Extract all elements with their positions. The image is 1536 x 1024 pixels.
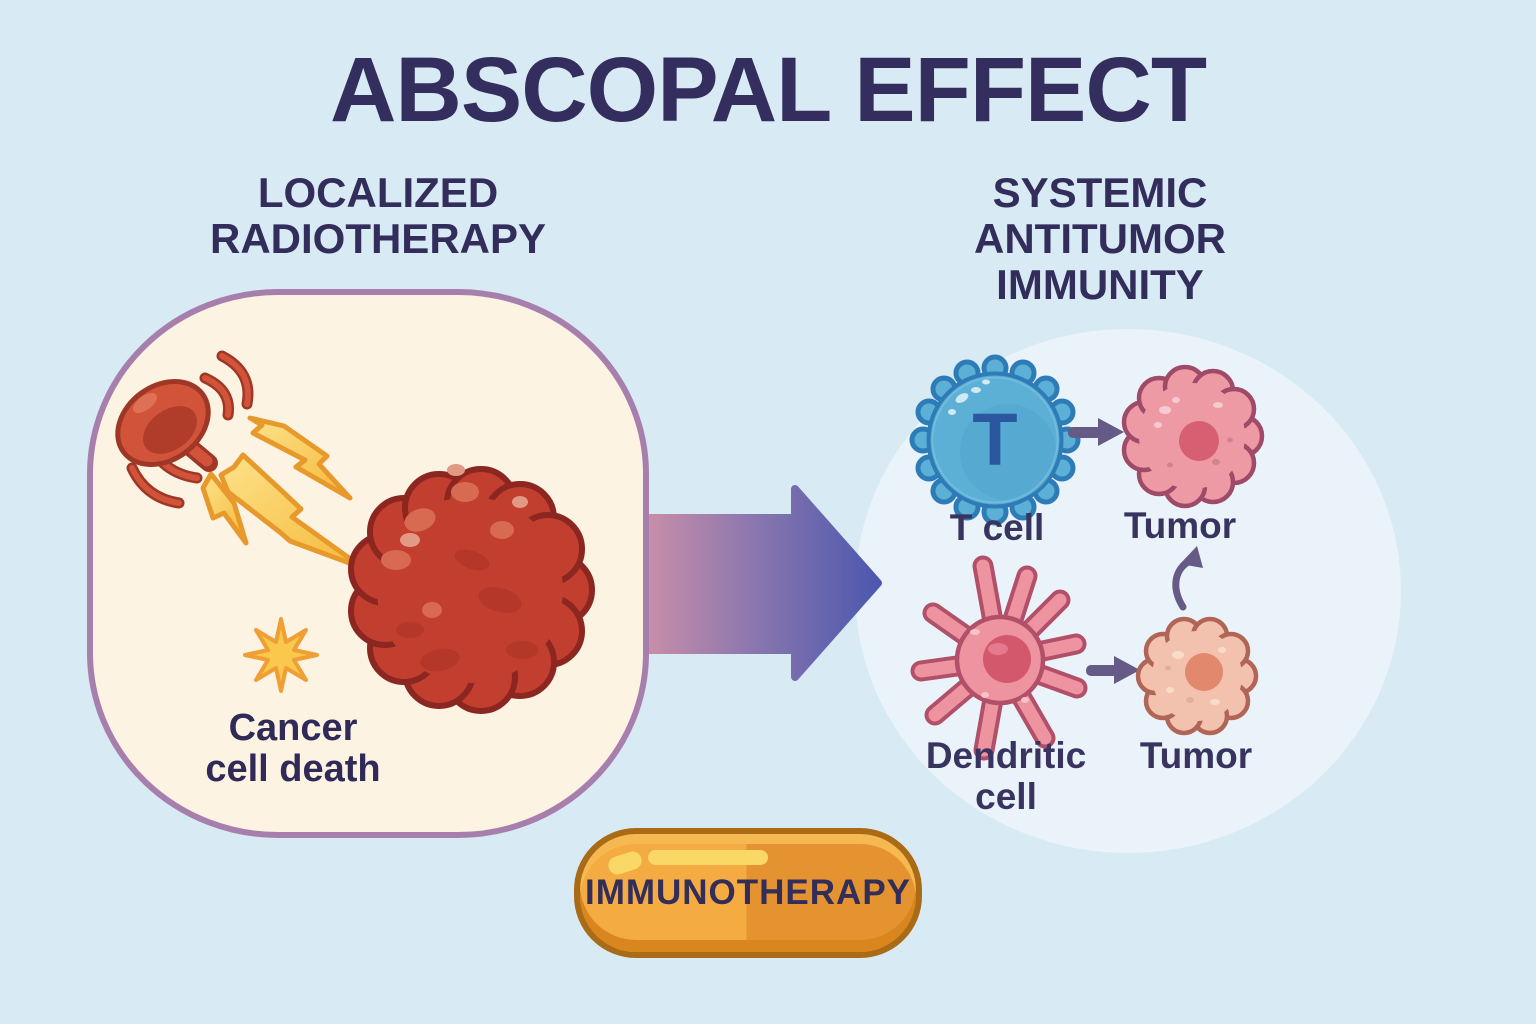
t-cell-icon [909,354,1081,526]
tumor-bottom-label: Tumor [1139,735,1253,776]
radiotherapy-beam-icon [115,350,254,509]
immunotherapy-label: IMMUNOTHERAPY [584,873,912,912]
tumor-up-arrow [1172,546,1203,611]
left-panel-heading: LOCALIZED RADIOTHERAPY [209,169,547,262]
right-panel-heading: SYSTEMIC ANTITUMOR IMMUNITY [974,169,1226,308]
burst-icon [243,617,319,693]
t-cell-letter: T [972,398,1018,481]
tumor-cell-bottom-icon [1135,616,1259,736]
cancer-cell-death-caption: Cancer cell death [205,707,381,790]
tumor-top-label: Tumor [1123,505,1237,546]
page-title: ABSCOPAL EFFECT [329,39,1207,141]
dendritic-cell-icon [910,555,1088,761]
t-cell-to-tumor-arrow [1068,418,1124,446]
pill-highlight [648,850,768,865]
dendritic-to-tumor-arrow [1086,656,1140,684]
tumor-cell-top-icon [1121,364,1265,509]
tumor-mass-icon [348,464,595,714]
immunotherapy-pill: IMMUNOTHERAPY [574,828,922,958]
dendritic-cell-label: Dendritic cell [925,735,1087,817]
lightning-bolt-icon [200,415,366,571]
t-cell-label: T cell [949,507,1045,548]
